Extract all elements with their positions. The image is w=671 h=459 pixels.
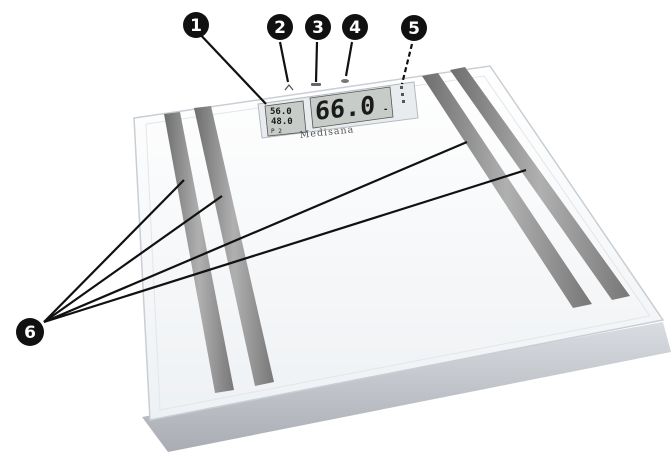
callout-5: 5	[401, 15, 427, 41]
set-button	[311, 83, 321, 86]
electrode-left-inner	[194, 106, 274, 386]
leader-6c	[43, 140, 468, 324]
electrode-right-outer	[450, 67, 630, 300]
main-reading: 66.0	[315, 91, 375, 126]
leader-6a	[43, 179, 185, 323]
right-foot-electrodes	[422, 67, 630, 308]
up-button	[284, 83, 294, 91]
down-button	[341, 79, 349, 83]
callout-1: 1	[183, 12, 209, 38]
glass-top	[133, 65, 665, 421]
callout-4: 4	[342, 14, 368, 40]
side-row-1: 56.0	[270, 107, 292, 117]
leader-4	[344, 41, 354, 77]
scale-platform	[133, 65, 671, 452]
leader-1	[195, 29, 267, 105]
leader-3	[314, 41, 319, 83]
callout-2-number: 2	[274, 18, 286, 38]
callout-6: 6	[16, 318, 44, 346]
callout-3: 3	[305, 14, 331, 40]
side-row-3: P 2	[271, 128, 282, 135]
callout-1-number: 1	[190, 16, 202, 36]
electrode-right-inner	[422, 73, 592, 308]
leader-6d	[43, 168, 527, 324]
display-panel	[257, 79, 419, 139]
side-lcd	[264, 100, 307, 137]
leader-5	[400, 43, 414, 85]
callout-4-number: 4	[349, 18, 361, 38]
callout-2: 2	[267, 14, 293, 40]
callout-3-number: 3	[312, 18, 324, 38]
callout-5-number: 5	[408, 19, 420, 39]
unit-indicators	[400, 86, 405, 103]
callout-6-number: 6	[24, 323, 36, 343]
leader-6b	[43, 195, 223, 323]
leader-2	[278, 41, 290, 83]
main-unit: -	[383, 105, 388, 115]
main-lcd	[309, 86, 394, 129]
side-row-2: 48.0	[271, 117, 293, 127]
callout-lines	[43, 29, 527, 324]
